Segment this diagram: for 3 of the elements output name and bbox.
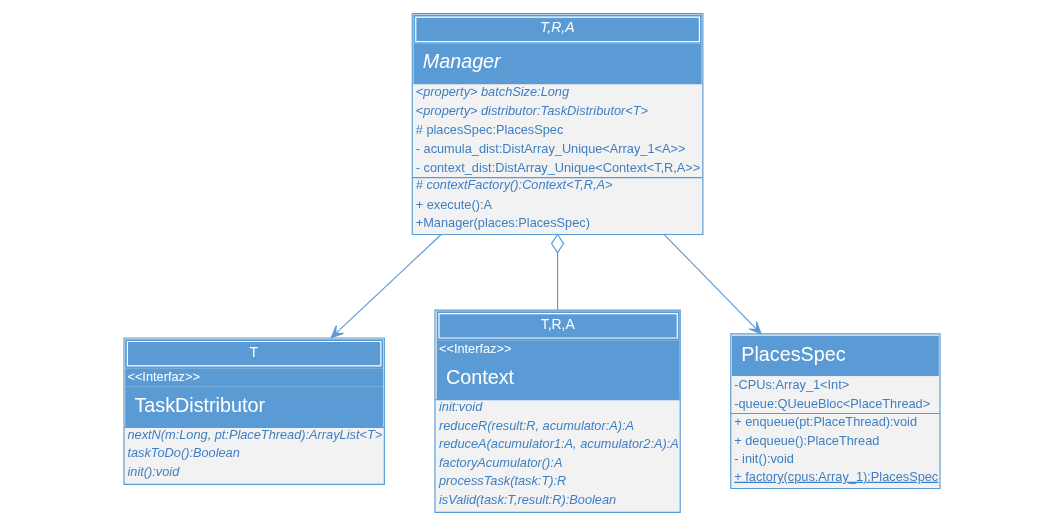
arrow <box>663 233 762 334</box>
connector <box>550 233 565 310</box>
arrow <box>330 233 442 338</box>
